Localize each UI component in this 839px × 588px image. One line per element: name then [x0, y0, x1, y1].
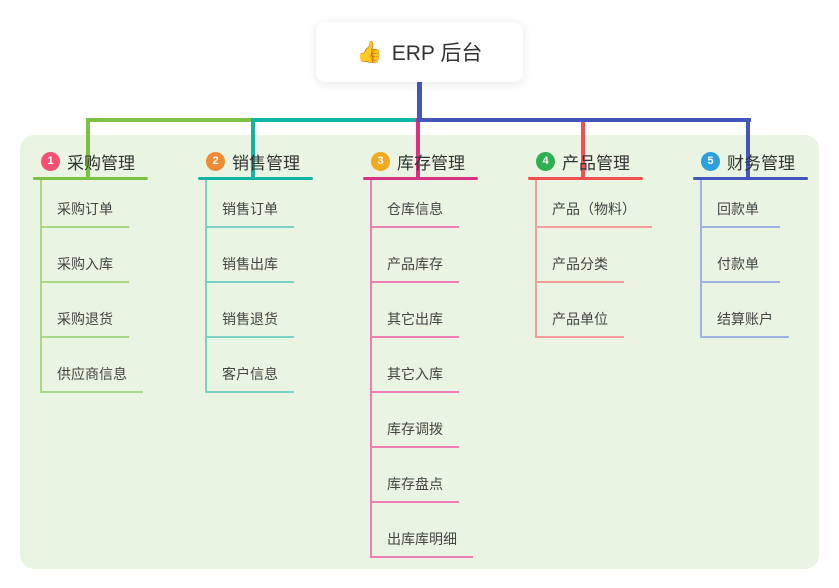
branch-underline: [528, 177, 643, 180]
branch-connector-drop: [581, 118, 585, 180]
branch-node-5[interactable]: 5 财务管理: [693, 145, 795, 177]
root-node-title: ERP 后台: [391, 42, 483, 65]
branch-node-3[interactable]: 3 库存管理: [363, 145, 465, 177]
child-node[interactable]: 产品分类: [537, 228, 624, 283]
child-node[interactable]: 其它入库: [372, 338, 459, 393]
branch-label: 采购管理: [67, 153, 135, 173]
branch-children: 销售订单销售出库销售退货客户信息: [205, 180, 294, 393]
branch-connector-drop: [86, 118, 90, 180]
branch-connector-drop: [746, 118, 750, 180]
thumbs-up-icon: 👍: [356, 40, 383, 64]
branch-node-4[interactable]: 4 产品管理: [528, 145, 630, 177]
branch-connector-horizontal: [251, 118, 422, 122]
child-node[interactable]: 仓库信息: [372, 180, 459, 228]
child-node[interactable]: 产品（物料）: [537, 180, 652, 228]
branch-children: 采购订单采购入库采购退货供应商信息: [40, 180, 143, 393]
child-node[interactable]: 采购退货: [42, 283, 129, 338]
branch-underline: [693, 177, 808, 180]
child-node[interactable]: 库存调拨: [372, 393, 459, 448]
branch-children: 仓库信息产品库存其它出库其它入库库存调拨库存盘点出库库明细: [370, 180, 473, 558]
branch-label: 库存管理: [397, 153, 465, 173]
branch-number-badge: 3: [371, 151, 390, 171]
child-node[interactable]: 销售出库: [207, 228, 294, 283]
branch-number-badge: 4: [536, 151, 555, 171]
branch-label: 产品管理: [562, 153, 630, 173]
child-node[interactable]: 产品库存: [372, 228, 459, 283]
child-node[interactable]: 出库库明细: [372, 503, 473, 558]
branch-number-badge: 5: [701, 151, 720, 171]
branch-children: 产品（物料）产品分类产品单位: [535, 180, 652, 338]
child-node[interactable]: 销售退货: [207, 283, 294, 338]
branch-label: 财务管理: [727, 153, 795, 173]
child-node[interactable]: 采购订单: [42, 180, 129, 228]
child-node[interactable]: 采购入库: [42, 228, 129, 283]
branch-label: 销售管理: [232, 153, 300, 173]
branch-number-badge: 2: [206, 151, 225, 171]
child-node[interactable]: 其它出库: [372, 283, 459, 338]
branch-connector-drop: [251, 118, 255, 180]
branch-underline: [363, 177, 478, 180]
branch-node-2[interactable]: 2 销售管理: [198, 145, 300, 177]
branch-underline: [198, 177, 313, 180]
branch-number-badge: 1: [41, 151, 60, 171]
branch-node-1[interactable]: 1 采购管理: [33, 145, 135, 177]
child-node[interactable]: 付款单: [702, 228, 780, 283]
child-node[interactable]: 客户信息: [207, 338, 294, 393]
branch-children: 回款单付款单结算账户: [700, 180, 789, 338]
root-connector: [417, 82, 422, 122]
branch-connector-drop: [416, 118, 420, 180]
child-node[interactable]: 销售订单: [207, 180, 294, 228]
child-node[interactable]: 回款单: [702, 180, 780, 228]
branches-panel: [20, 135, 819, 569]
child-node[interactable]: 库存盘点: [372, 448, 459, 503]
branch-connector-horizontal: [417, 118, 751, 122]
root-node[interactable]: 👍 ERP 后台: [316, 22, 523, 82]
child-node[interactable]: 产品单位: [537, 283, 624, 338]
branch-underline: [33, 177, 148, 180]
child-node[interactable]: 结算账户: [702, 283, 789, 338]
child-node[interactable]: 供应商信息: [42, 338, 143, 393]
